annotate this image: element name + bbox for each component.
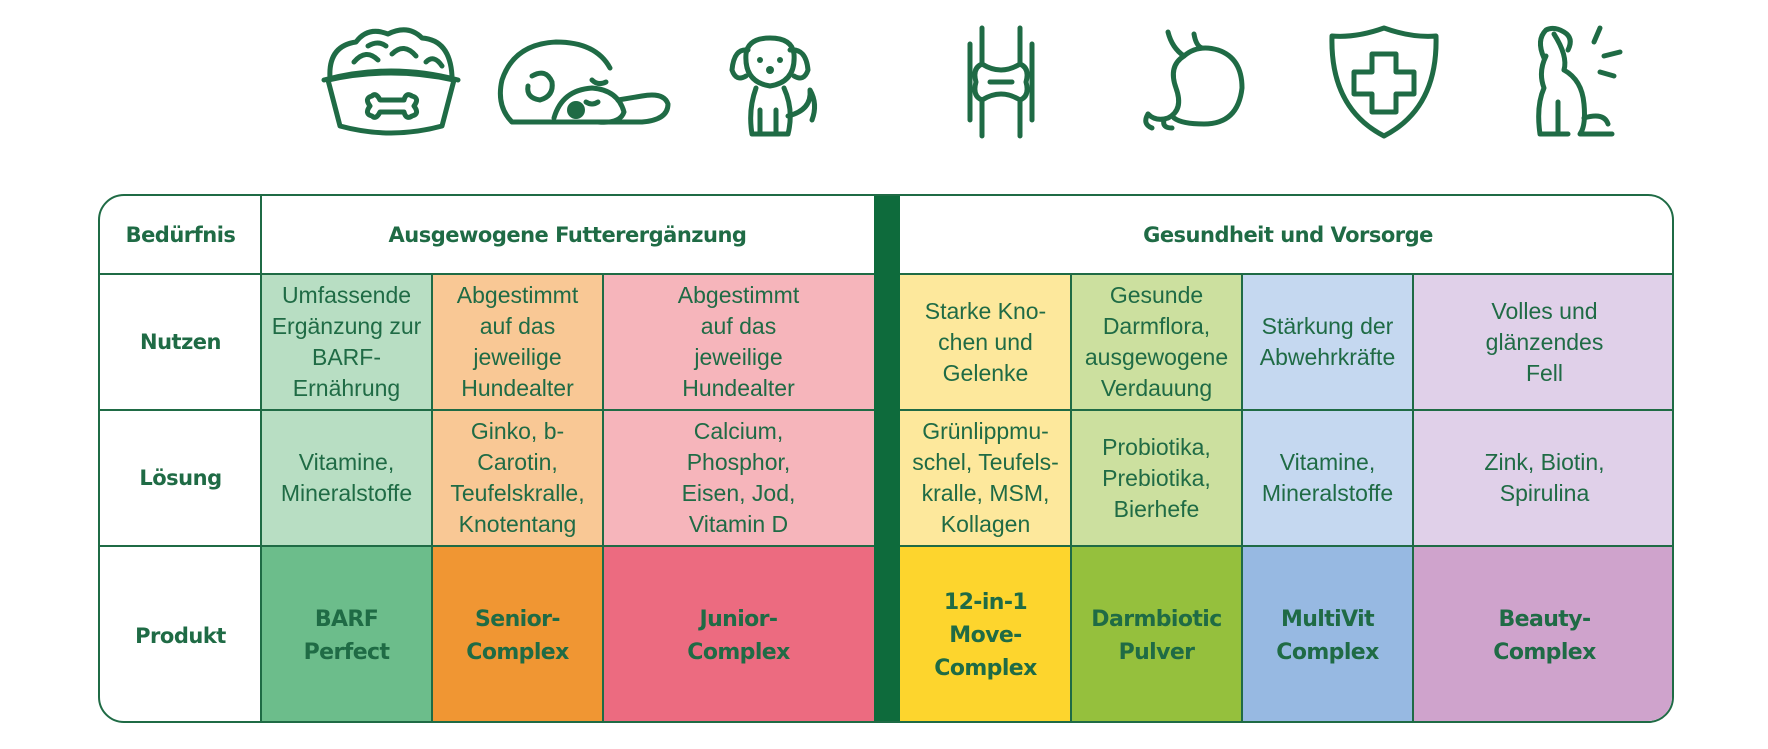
product-cell: Beauty- Complex [1413, 546, 1672, 721]
sleeping-dog-icon [492, 36, 672, 132]
benefit-cell: Volles und glänzendes Fell [1413, 274, 1672, 410]
solution-cell: Ginko, b-Carotin, Teufelskralle, Knotent… [432, 410, 603, 546]
barking-dog-icon [1524, 22, 1624, 140]
joint-bone-icon [967, 24, 1035, 140]
solution-cell: Grünlippmu- schel, Teufels- kralle, MSM,… [900, 410, 1071, 546]
group-header-health: Gesundheit und Vorsorge [1143, 223, 1433, 247]
group-divider [874, 196, 900, 721]
column-divider [1241, 274, 1243, 721]
food-bowl-icon [316, 22, 466, 140]
product-cell: BARF Perfect [261, 546, 432, 721]
benefit-cell: Starke Kno- chen und Gelenke [900, 274, 1071, 410]
column-divider [260, 196, 262, 721]
health-shield-icon [1328, 24, 1440, 140]
product-cell: Junior- Complex [603, 546, 874, 721]
solution-cell: Probiotika, Prebiotika, Bierhefe [1071, 410, 1242, 546]
solution-cell: Vitamine, Mineralstoffe [261, 410, 432, 546]
group-header-balanced: Ausgewogene Futterergänzung [388, 223, 747, 247]
column-divider [1412, 274, 1414, 721]
benefit-cell: Umfassende Ergänzung zur BARF- Ernährung [261, 274, 432, 410]
column-divider [1070, 274, 1072, 721]
solution-cell: Zink, Biotin, Spirulina [1413, 410, 1672, 546]
column-divider [602, 274, 604, 721]
row-label-product: Produkt [135, 623, 226, 648]
solution-cell: Vitamine, Mineralstoffe [1242, 410, 1413, 546]
benefit-cell: Abgestimmt auf das jeweilige Hundealter [603, 274, 874, 410]
row-label-benefit: Nutzen [140, 330, 221, 354]
row-label-solution: Lösung [139, 466, 222, 490]
benefit-cell: Gesunde Darmflora, ausgewogene Verdauung [1071, 274, 1242, 410]
product-cell: Senior- Complex [432, 546, 603, 721]
benefit-cell: Abgestimmt auf das jeweilige Hundealter [432, 274, 603, 410]
solution-cell: Calcium, Phosphor, Eisen, Jod, Vitamin D [603, 410, 874, 546]
row-label-need: Bedürfnis [125, 223, 236, 247]
column-divider [431, 274, 433, 721]
puppy-icon [726, 30, 822, 140]
icon-row [0, 0, 1768, 170]
product-cell: Darmbiotic Pulver [1071, 546, 1242, 721]
product-cell: 12-in-1 Move-Complex [900, 546, 1071, 721]
stomach-icon [1138, 28, 1248, 132]
benefit-cell: Stärkung der Abwehrkräfte [1242, 274, 1413, 410]
product-cell: MultiVit Complex [1242, 546, 1413, 721]
